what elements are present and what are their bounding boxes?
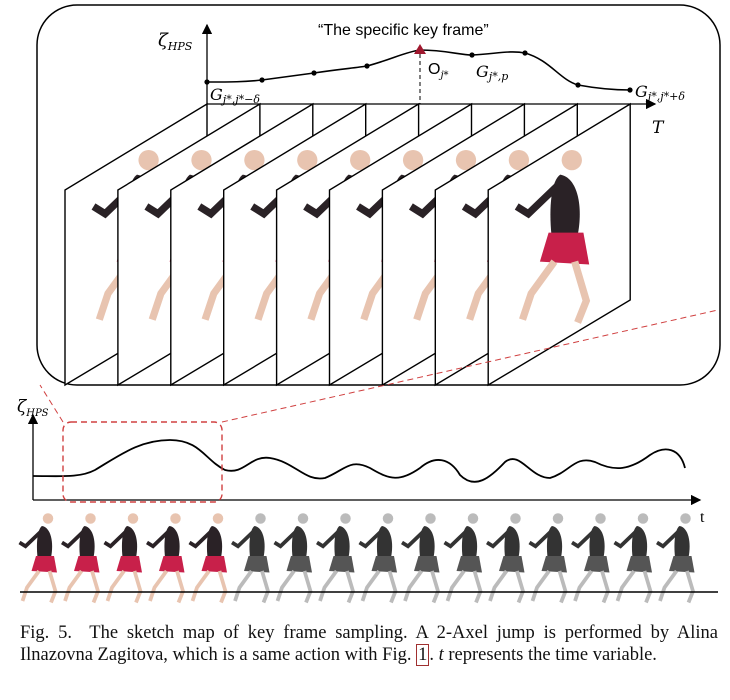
peak-sub: j* — [438, 70, 448, 81]
filmstrip-skater — [528, 513, 568, 604]
sample-point — [627, 87, 633, 93]
filmstrip-skater — [103, 513, 143, 604]
g-left-sub: j*,j*−δ — [220, 93, 261, 106]
sample-point — [259, 77, 265, 83]
bottom-hps-curve — [32, 439, 686, 483]
figure-caption: Fig. 5. The sketch map of key frame samp… — [20, 623, 718, 666]
filmstrip-skater — [188, 513, 228, 604]
sample-point — [204, 79, 210, 85]
filmstrip-skater — [18, 513, 58, 604]
filmstrip-skater — [231, 513, 270, 604]
zoom-connector-right — [221, 309, 719, 423]
svg-text:Gj*,j*+δ: Gj*,j*+δ — [635, 82, 685, 103]
filmstrip-skater — [401, 513, 440, 604]
zoom-panel — [36, 4, 721, 386]
key-frame-marker — [414, 44, 426, 54]
g-mid-sub: j*,p — [486, 70, 508, 83]
frame-stack — [64, 102, 631, 387]
video-frame — [487, 102, 631, 387]
curve-sample-points — [204, 50, 633, 93]
figure-ref-link[interactable]: 1 — [416, 644, 430, 666]
filmstrip — [18, 513, 695, 604]
svg-text:Gj*,p: Gj*,p — [476, 62, 508, 83]
top-hps-curve — [206, 49, 631, 91]
filmstrip-skater — [613, 513, 653, 604]
svg-text:Oj*: Oj* — [428, 61, 449, 81]
filmstrip-skater — [146, 513, 185, 604]
g-right-label: G — [635, 82, 648, 101]
filmstrip-skater — [316, 513, 355, 604]
peak-label: O — [428, 61, 440, 78]
g-left-label: G — [210, 85, 223, 104]
filmstrip-skater — [486, 513, 525, 604]
g-right-sub: j*,j*+δ — [645, 90, 686, 103]
sample-point — [311, 70, 317, 76]
sample-point — [522, 50, 528, 56]
zoom-connector-left — [39, 384, 64, 423]
filmstrip-skater — [61, 513, 100, 604]
skater-figure — [514, 149, 591, 324]
svg-text:ζHPS: ζHPS — [158, 30, 193, 53]
sample-point — [575, 82, 581, 88]
top-x-label: T — [652, 118, 665, 138]
filmstrip-skater — [443, 513, 483, 604]
top-y-label: ζ — [158, 30, 169, 51]
svg-text:Gj*,j*−δ: Gj*,j*−δ — [210, 85, 260, 106]
bottom-y-sub: HPS — [25, 408, 48, 419]
filmstrip-skater — [571, 513, 610, 604]
sample-point — [364, 63, 370, 69]
bottom-x-label: t — [700, 509, 705, 526]
filmstrip-skater — [358, 513, 398, 604]
svg-text:ζHPS: ζHPS — [17, 397, 49, 419]
filmstrip-skater — [656, 513, 695, 604]
key-frame-label: “The specific key frame” — [318, 22, 489, 39]
zoom-region-box — [62, 421, 223, 503]
filmstrip-skater — [273, 513, 313, 604]
bottom-y-label: ζ — [17, 397, 28, 417]
top-y-sub: HPS — [167, 40, 193, 53]
g-mid-label: G — [476, 62, 489, 81]
sample-point — [469, 52, 475, 58]
